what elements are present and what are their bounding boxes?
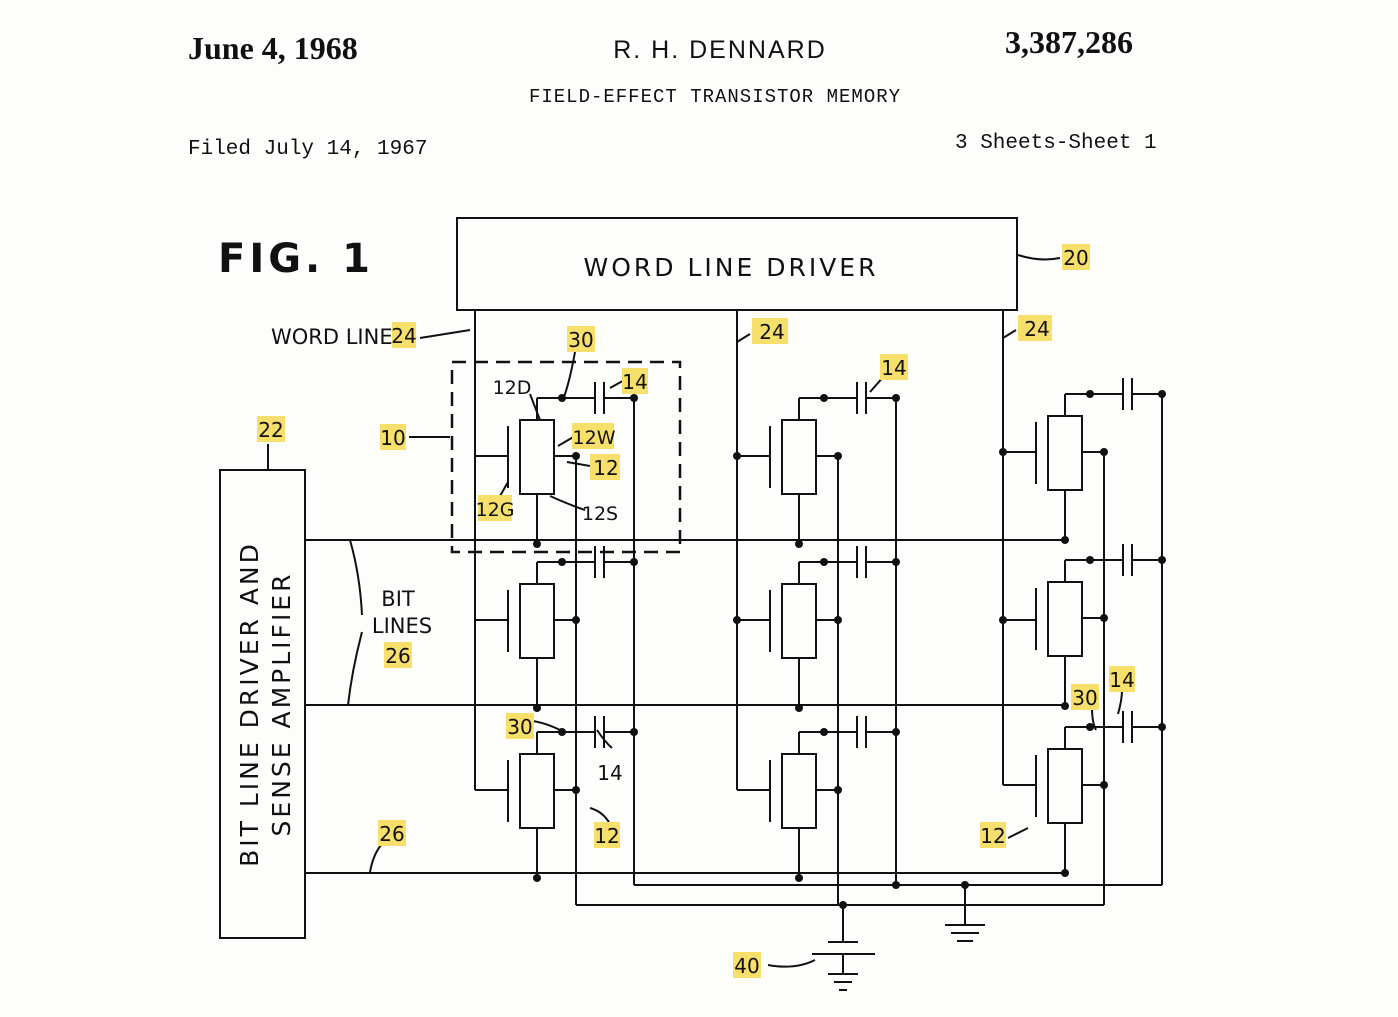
figure-label: FIG. 1 bbox=[218, 236, 374, 282]
ref-12G: 12G bbox=[476, 495, 515, 521]
ref-14-d: 14 bbox=[1109, 666, 1135, 692]
memory-cell-r2c2 bbox=[769, 545, 901, 713]
ref-12-c: 12 bbox=[980, 822, 1006, 848]
ref-12S: 12S bbox=[582, 503, 618, 525]
svg-text:24: 24 bbox=[759, 320, 784, 344]
ref-14-c: 14 bbox=[597, 761, 622, 785]
svg-text:12G: 12G bbox=[476, 499, 515, 521]
svg-text:12: 12 bbox=[593, 456, 618, 480]
ref-20: 20 bbox=[1062, 244, 1090, 270]
memory-cell-r3c1 bbox=[507, 715, 639, 883]
svg-text:20: 20 bbox=[1063, 246, 1088, 270]
ref-24-a: 24 bbox=[391, 322, 417, 348]
svg-text:22: 22 bbox=[258, 418, 283, 442]
word-line-label: WORD LINE bbox=[271, 325, 393, 349]
word-line-driver-label: WORD LINE DRIVER bbox=[584, 253, 879, 282]
bit-lines-label-2: LINES bbox=[372, 614, 432, 638]
svg-text:12D: 12D bbox=[493, 377, 532, 399]
ref-30-a: 30 bbox=[567, 326, 595, 352]
patent-date: June 4, 1968 bbox=[188, 30, 358, 66]
ref-12W: 12W bbox=[572, 423, 616, 449]
sheet-count: 3 Sheets-Sheet 1 bbox=[955, 132, 1157, 155]
memory-cell-r3c2 bbox=[769, 715, 901, 883]
patent-number: 3,387,286 bbox=[1005, 24, 1133, 60]
ref-14-b: 14 bbox=[880, 354, 908, 380]
svg-text:30: 30 bbox=[507, 715, 532, 739]
memory-cell-r1c2 bbox=[769, 381, 901, 549]
bit-lines-brace bbox=[347, 539, 363, 706]
svg-text:14: 14 bbox=[1109, 668, 1134, 692]
ref-22: 22 bbox=[257, 416, 285, 442]
ref-40: 40 bbox=[733, 952, 761, 978]
ref-12-b: 12 bbox=[594, 822, 620, 848]
ref-26-b: 26 bbox=[378, 820, 406, 846]
svg-text:30: 30 bbox=[1072, 686, 1097, 710]
svg-text:14: 14 bbox=[881, 356, 906, 380]
svg-text:24: 24 bbox=[391, 324, 416, 348]
gate-connections bbox=[475, 448, 1036, 791]
svg-text:26: 26 bbox=[385, 644, 410, 668]
bit-line-driver-label-1: BIT LINE DRIVER AND bbox=[235, 541, 264, 867]
ref-30-c: 30 bbox=[1071, 684, 1099, 710]
ground-symbol bbox=[945, 885, 985, 942]
svg-text:10: 10 bbox=[380, 426, 405, 450]
filing-date: Filed July 14, 1967 bbox=[188, 138, 428, 161]
svg-text:12: 12 bbox=[980, 824, 1005, 848]
svg-text:40: 40 bbox=[734, 954, 759, 978]
inventor-name: R. H. DENNARD bbox=[613, 36, 827, 64]
svg-text:14: 14 bbox=[597, 761, 622, 785]
svg-text:30: 30 bbox=[568, 328, 593, 352]
ref-10: 10 bbox=[380, 424, 406, 450]
cell-10-outline bbox=[450, 360, 682, 554]
ref-12-a: 12 bbox=[590, 454, 620, 480]
svg-text:26: 26 bbox=[379, 822, 404, 846]
svg-text:12: 12 bbox=[594, 824, 619, 848]
bias-source-40 bbox=[812, 905, 875, 991]
patent-title: FIELD-EFFECT TRANSISTOR MEMORY bbox=[528, 86, 902, 108]
ref-14-a: 14 bbox=[622, 368, 648, 394]
ref-30-b: 30 bbox=[506, 713, 534, 739]
substrate-bias-bus bbox=[575, 452, 1105, 909]
capacitor-return-bus bbox=[633, 394, 1163, 889]
ref-24-b: 24 bbox=[752, 318, 788, 344]
ref-24-c: 24 bbox=[1018, 315, 1052, 341]
svg-text:12W: 12W bbox=[573, 427, 616, 449]
bit-lines-label-1: BIT bbox=[381, 587, 415, 611]
memory-cell-r2c3 bbox=[1035, 543, 1167, 711]
word-line-leader bbox=[419, 329, 471, 339]
memory-cell-r3c3 bbox=[1035, 710, 1167, 878]
memory-cell-r1c3 bbox=[1035, 377, 1167, 545]
svg-text:14: 14 bbox=[622, 370, 647, 394]
svg-text:24: 24 bbox=[1024, 317, 1049, 341]
bit-line-driver-label-2: SENSE AMPLIFIER bbox=[267, 572, 296, 837]
ref-12D: 12D bbox=[493, 377, 532, 399]
ref-26-a: 26 bbox=[384, 642, 412, 668]
memory-cell-r2c1 bbox=[507, 545, 639, 713]
svg-text:12S: 12S bbox=[582, 503, 618, 525]
